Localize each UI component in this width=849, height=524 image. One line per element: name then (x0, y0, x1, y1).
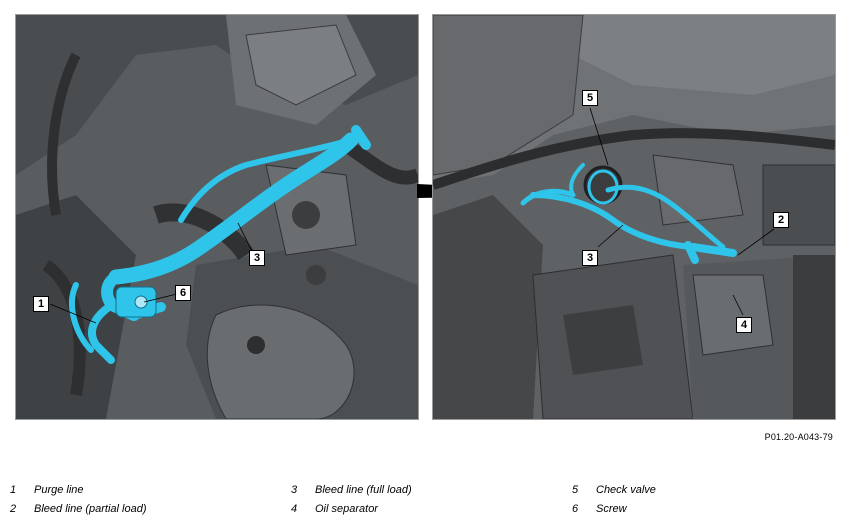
engine-illustration-left (15, 14, 419, 420)
legend-label: Check valve (596, 484, 656, 496)
engine-right-drawing (433, 15, 835, 419)
legend-label: Screw (596, 503, 627, 515)
legend-number: 5 (572, 484, 579, 496)
callout-3-left: 3 (249, 250, 265, 266)
legend-number: 6 (572, 503, 579, 515)
callout-1-left: 1 (33, 296, 49, 312)
legend-label: Bleed line (partial load) (34, 503, 147, 515)
engine-illustration-right (432, 14, 836, 420)
legend-number: 4 (291, 503, 298, 515)
legend-label: Oil separator (315, 503, 378, 515)
engine-left-drawing (16, 15, 418, 419)
legend-number: 2 (10, 503, 17, 515)
legend-label: Bleed line (full load) (315, 484, 412, 496)
callout-6-left: 6 (175, 285, 191, 301)
document-code: P01.20-A043-79 (764, 432, 833, 442)
legend-number: 3 (291, 484, 298, 496)
legend-label: Purge line (34, 484, 84, 496)
callout-5-right: 5 (582, 90, 598, 106)
callout-2-right: 2 (773, 212, 789, 228)
callout-4-right: 4 (736, 317, 752, 333)
legend-number: 1 (10, 484, 17, 496)
callout-3-right: 3 (582, 250, 598, 266)
